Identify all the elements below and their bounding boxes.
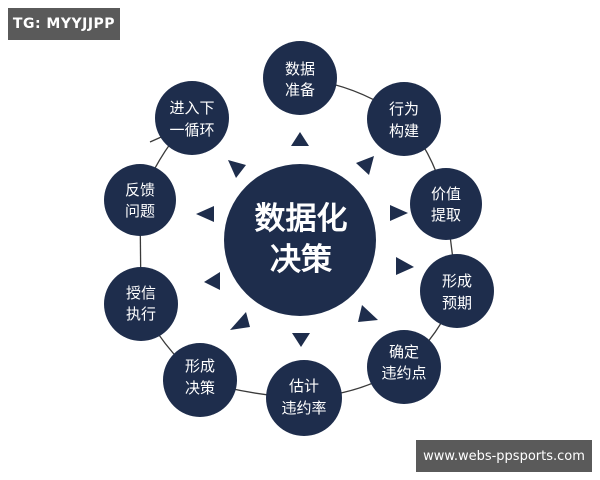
node-label: 数据 — [285, 60, 315, 78]
watermark-bottom-right: www.webs-ppsports.com — [416, 440, 592, 472]
node-credit-execution: 授信 执行 — [104, 267, 178, 341]
watermark-top-left: TG: MYYJJPP — [8, 8, 120, 40]
arrow-icon — [204, 272, 220, 290]
node-label: 违约点 — [381, 364, 426, 382]
node-label: 行为 — [389, 100, 419, 118]
node-label: 提取 — [431, 206, 461, 224]
node-next-cycle: 进入下 一循环 — [155, 81, 229, 155]
arrow-icon — [390, 205, 408, 221]
node-estimate-default-rate: 估计 违约率 — [266, 360, 342, 436]
node-label: 估计 — [289, 377, 319, 395]
node-label: 违约率 — [281, 399, 326, 417]
node-label: 价值 — [431, 185, 461, 203]
arrow-icon — [230, 312, 250, 330]
arrow-icon — [396, 257, 414, 275]
arrow-icon — [292, 333, 310, 347]
node-data-preparation: 数据 准备 — [263, 41, 337, 115]
node-label: 一循环 — [169, 121, 214, 139]
node-label: 进入下 — [169, 99, 214, 117]
node-label: 决策 — [185, 379, 215, 397]
arrow-icon — [228, 160, 246, 178]
node-label: 问题 — [125, 202, 155, 220]
arrow-icon — [196, 206, 214, 222]
node-label: 预期 — [442, 294, 472, 312]
node-label: 反馈 — [125, 181, 155, 199]
node-label: 形成 — [185, 357, 215, 375]
node-label: 构建 — [389, 122, 419, 140]
arrow-icon — [291, 132, 309, 146]
arrow-icon — [358, 305, 378, 322]
node-label: 准备 — [285, 81, 315, 99]
node-determine-default-point: 确定 违约点 — [367, 330, 441, 404]
node-label: 确定 — [389, 343, 419, 361]
node-behavior-construction: 行为 构建 — [367, 82, 441, 156]
center-node: 数据化 决策 — [224, 164, 376, 316]
node-form-expectation: 形成 预期 — [420, 254, 494, 328]
arrow-icon — [356, 156, 374, 175]
node-label: 执行 — [126, 305, 156, 323]
node-label: 授信 — [126, 284, 156, 302]
node-value-extraction: 价值 提取 — [410, 168, 482, 240]
outward-arrows — [196, 132, 414, 347]
node-form-decision: 形成 决策 — [163, 343, 237, 417]
center-label-line2: 决策 — [270, 242, 332, 278]
node-feedback-issues: 反馈 问题 — [104, 164, 176, 236]
center-label-line1: 数据化 — [255, 201, 348, 237]
node-label: 形成 — [442, 272, 472, 290]
